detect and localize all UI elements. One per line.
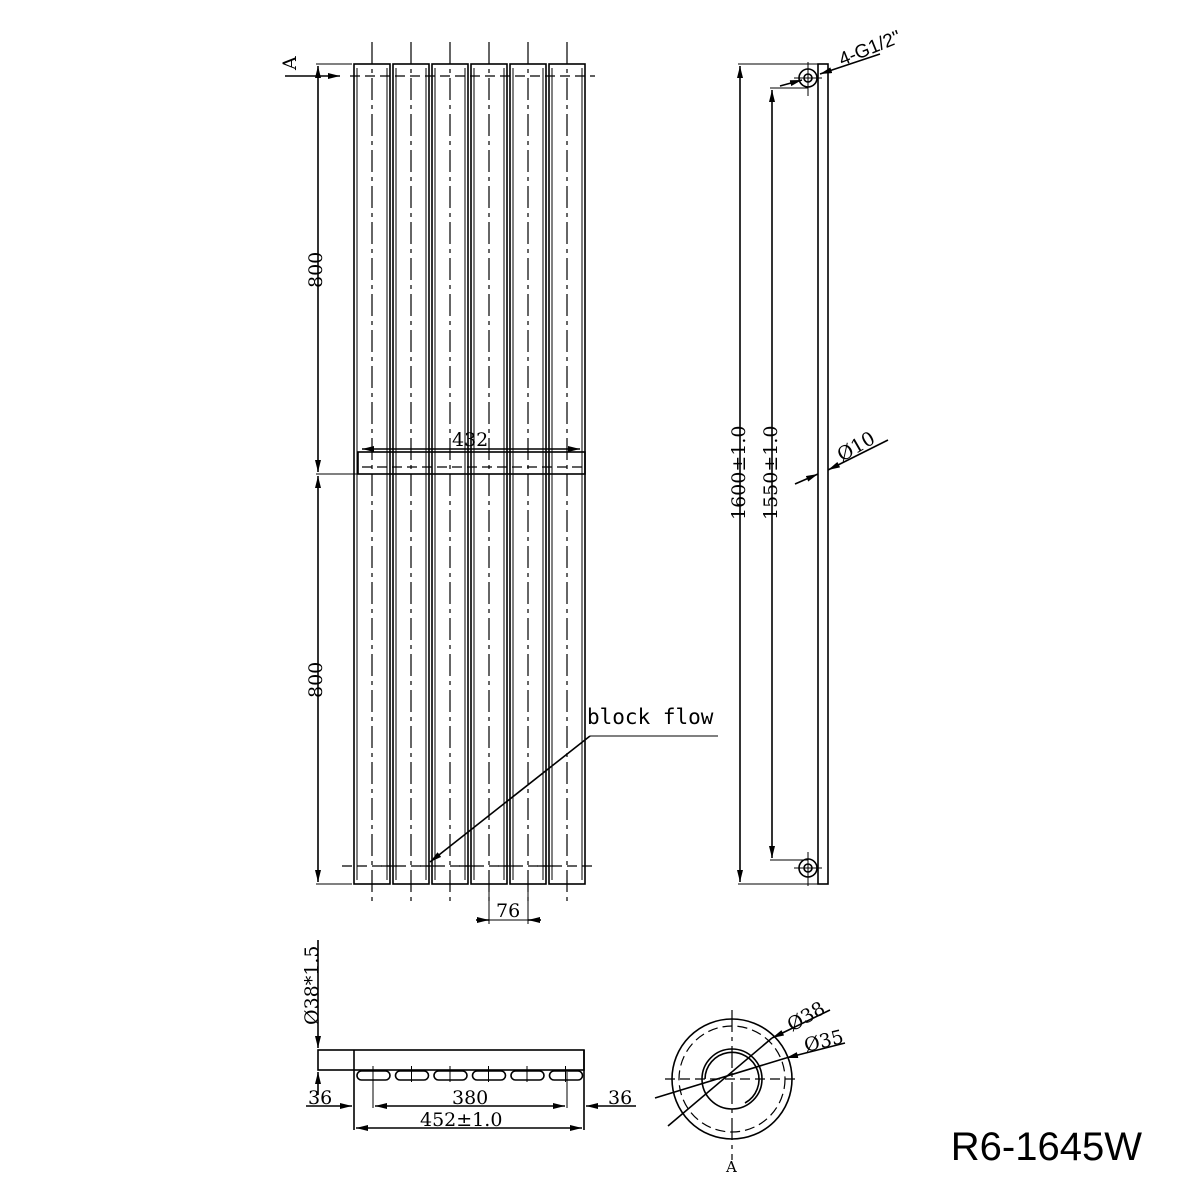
connector-top (794, 62, 822, 96)
side-tube (817, 63, 829, 885)
inner-diameter-label: Ø35 (802, 1026, 846, 1057)
dim-lower-label: 800 (305, 662, 327, 698)
tube-pitch-label: 76 (496, 900, 520, 922)
rod-diameter-label: Ø10 (834, 427, 879, 466)
top-view: Ø38*1.5 36 36 380 452±1.0 (301, 940, 636, 1131)
overall-height-label: 1600±1.0 (728, 426, 750, 521)
section-view: Ø38 Ø35 A (654, 997, 846, 1176)
connector-bottom (794, 852, 822, 886)
section-marker: A (279, 56, 301, 71)
edge-left-label: 36 (308, 1087, 332, 1109)
side-view: 1600±1.0 1550±1.0 4-G1/2" Ø10 (728, 27, 904, 886)
centers-height-label: 1550±1.0 (760, 426, 782, 521)
section-label: A (725, 1158, 737, 1176)
dim-upper-label: 800 (305, 252, 327, 288)
model-number: R6-1645W (950, 1125, 1142, 1169)
wall-bracket (357, 451, 586, 475)
connection-label: 4-G1/2" (836, 27, 904, 71)
tube-spec-label: Ø38*1.5 (301, 946, 323, 1025)
edge-right-label: 36 (608, 1087, 632, 1109)
centers-width-label: 380 (452, 1087, 488, 1109)
front-view: A 800 800 432 76 block flow (279, 42, 718, 924)
bracket-width-label: 432 (452, 429, 488, 451)
block-flow-callout: block flow (587, 705, 714, 729)
overall-width-label: 452±1.0 (420, 1109, 502, 1131)
